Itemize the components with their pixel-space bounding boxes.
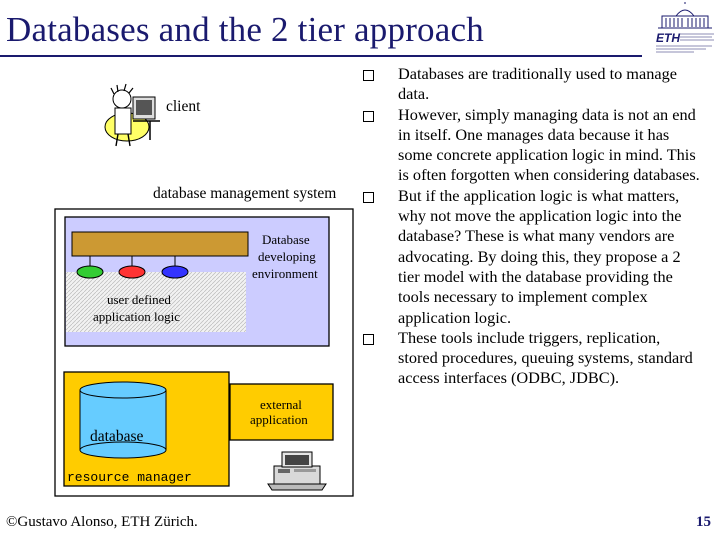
bullet-item: But if the application logic is what mat… bbox=[360, 186, 700, 328]
node-green bbox=[76, 265, 104, 279]
bullet-text: However, simply managing data is not an … bbox=[398, 104, 700, 185]
building-icon bbox=[658, 2, 712, 29]
logic-bar bbox=[71, 231, 249, 257]
bullet-list: Databases are traditionally used to mana… bbox=[360, 64, 700, 389]
bullet-text: These tools include triggers, replicatio… bbox=[398, 327, 693, 388]
bullet-box-icon bbox=[363, 110, 374, 122]
dev-env-line2: developing bbox=[258, 249, 316, 264]
resource-manager-label: resource manager bbox=[67, 470, 192, 485]
bullet-item: These tools include triggers, replicatio… bbox=[360, 328, 700, 389]
title-rule bbox=[0, 55, 642, 57]
node-blue bbox=[161, 265, 189, 279]
app-logic-label-line1: user defined bbox=[107, 292, 171, 307]
computer-icon bbox=[267, 451, 327, 491]
external-application-box bbox=[229, 383, 334, 441]
bullet-box-icon bbox=[363, 70, 374, 81]
node-red bbox=[118, 265, 146, 279]
client-label: client bbox=[166, 98, 201, 115]
bullet-box-icon bbox=[363, 333, 374, 345]
logo-fine-print bbox=[656, 33, 714, 53]
slide-title: Databases and the 2 tier approach bbox=[6, 10, 484, 49]
bullet-text: Databases are traditionally used to mana… bbox=[398, 64, 677, 104]
footer-copyright: ©Gustavo Alonso, ETH Zürich. bbox=[6, 514, 198, 530]
bullet-item: Databases are traditionally used to mana… bbox=[360, 64, 700, 105]
bullet-item: However, simply managing data is not an … bbox=[360, 105, 700, 186]
system-frame bbox=[54, 208, 354, 497]
external-label-line2: application bbox=[250, 412, 308, 427]
eth-logo: ETH bbox=[656, 2, 714, 53]
database-label: database bbox=[90, 428, 143, 445]
client-user-icon bbox=[104, 83, 160, 147]
bullet-text: But if the application logic is what mat… bbox=[398, 185, 682, 327]
dev-env-line1: Database bbox=[262, 232, 310, 247]
dbms-label: database management system bbox=[153, 185, 336, 202]
eth-logo-text: ETH bbox=[656, 31, 680, 45]
external-label-line1: external bbox=[260, 397, 302, 412]
dev-env-line3: environment bbox=[252, 266, 318, 281]
app-logic-label-line2: application logic bbox=[93, 309, 180, 324]
database-cylinder-icon bbox=[79, 381, 167, 459]
page-number: 15 bbox=[696, 514, 711, 530]
application-logic-area bbox=[66, 272, 246, 332]
bullet-box-icon bbox=[363, 191, 374, 203]
